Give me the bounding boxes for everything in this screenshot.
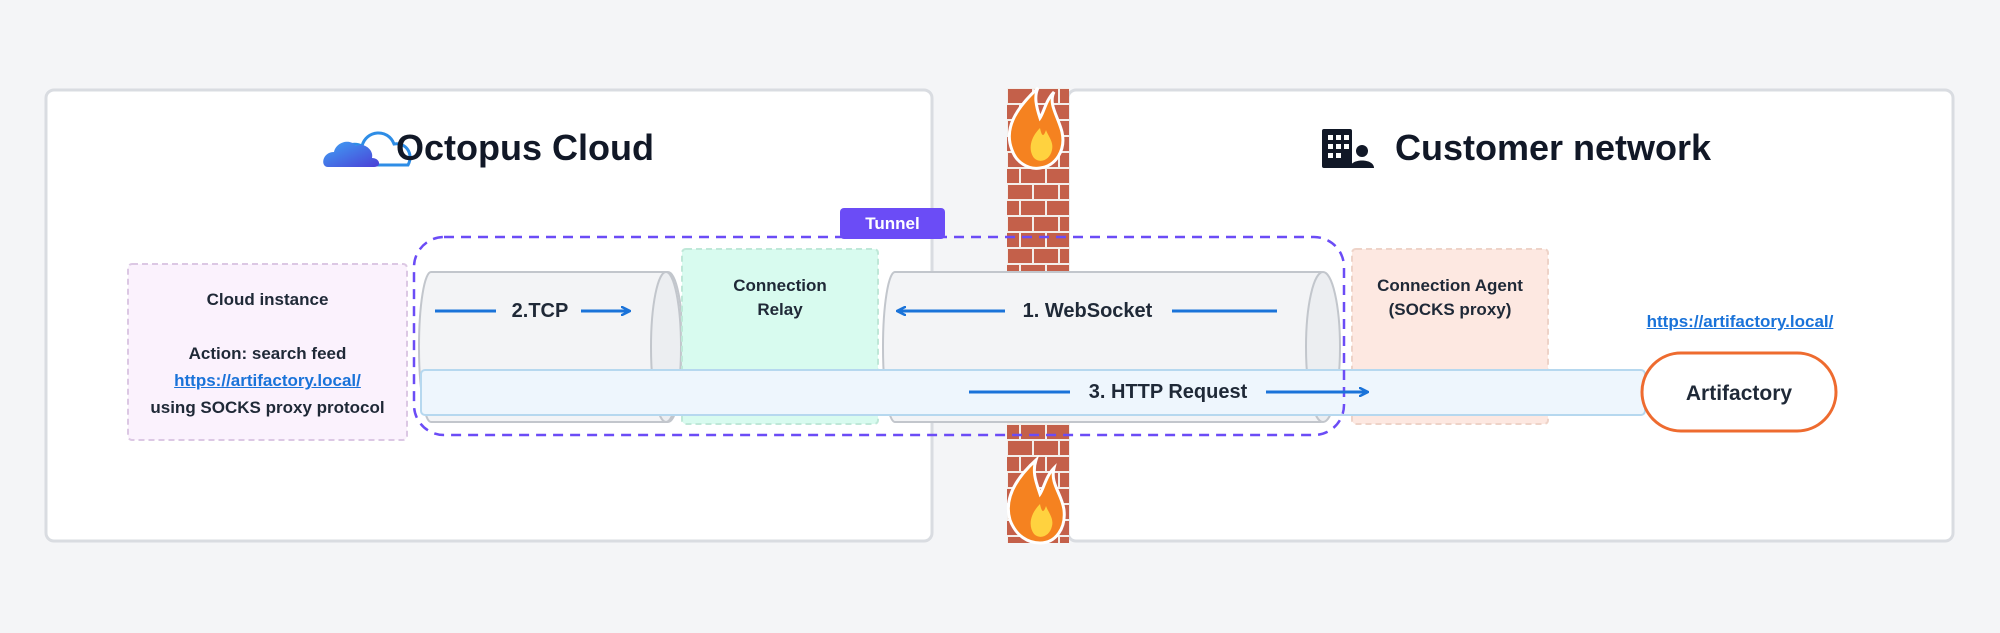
artifactory-url-link[interactable]: https://artifactory.local/: [1646, 312, 1834, 331]
artifactory-node[interactable]: [1640, 351, 1838, 433]
fire-icon: [1006, 455, 1066, 545]
cloud-instance-url-link[interactable]: https://artifactory.local/: [174, 371, 361, 390]
tunnel-badge: [840, 208, 945, 239]
tunnel-label: Tunnel: [865, 214, 920, 233]
artifactory-label: Artifactory: [1685, 382, 1793, 405]
octopus-cloud-title: Octopus Cloud: [396, 127, 654, 168]
cloud-instance-protocol: using SOCKS proxy protocol: [150, 398, 385, 417]
cloud-instance-box: [127, 263, 408, 441]
fire-icon: [1007, 86, 1065, 170]
websocket-flow-label: 1. WebSocket: [1022, 300, 1153, 322]
http-request-flow-label: 3. HTTP Request: [1088, 381, 1248, 403]
building-person-icon: [1322, 129, 1374, 168]
tcp-flow-label: 2.TCP: [511, 300, 569, 322]
connection-agent-label: Connection Agent (SOCKS proxy): [1377, 276, 1523, 319]
cloud-instance-title: Cloud instance: [206, 290, 329, 309]
customer-network-title: Customer network: [1395, 127, 1712, 168]
cloud-icon: [323, 131, 412, 167]
cloud-instance-action: Action: search feed: [188, 344, 347, 363]
connection-relay-label: Connection Relay: [733, 276, 827, 319]
